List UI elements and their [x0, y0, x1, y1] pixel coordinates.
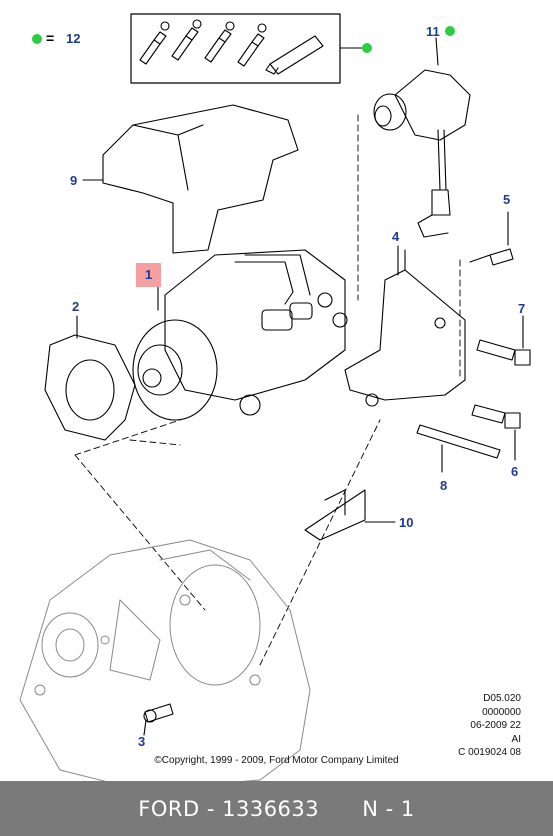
- meta-line-1: D05.020: [483, 693, 521, 704]
- seal-kit-box: [130, 13, 363, 84]
- legend-number: 12: [66, 31, 81, 46]
- footer-page: N - 1: [362, 796, 415, 821]
- part-3-bolt: [143, 703, 174, 736]
- meta-line-2: 0000000: [482, 706, 521, 718]
- callout-9[interactable]: 9: [70, 173, 78, 188]
- callout-4[interactable]: 4: [392, 229, 400, 244]
- assembly-guide-lines: [74, 114, 461, 666]
- part-4-bracket: [344, 245, 466, 407]
- callout-11[interactable]: 11: [426, 24, 440, 39]
- part-2-gasket: [44, 315, 136, 441]
- footer-gap: [319, 797, 362, 821]
- callout-6[interactable]: 6: [511, 464, 519, 479]
- part-11-actuator: [373, 37, 471, 238]
- kit-fittings: [139, 19, 324, 75]
- footer-brand: FORD: [138, 796, 200, 821]
- callout-3[interactable]: 3: [138, 734, 146, 749]
- callout-8[interactable]: 8: [440, 478, 448, 493]
- meta-line-4: AI: [511, 733, 521, 745]
- exploded-parts-diagram: [19, 13, 531, 781]
- part-9-heat-shield: [82, 104, 299, 254]
- callout-5[interactable]: 5: [503, 192, 511, 207]
- meta-line-3: 06-2009 22: [470, 720, 521, 731]
- transmission-housing: [19, 539, 311, 781]
- footer-bar: FORD - 1336633 N - 1: [0, 781, 553, 836]
- footer-part-number: 1336633: [222, 796, 320, 821]
- callout-1-highlight: [136, 263, 161, 287]
- callout-7[interactable]: 7: [518, 301, 526, 316]
- part-11-green-dot-icon: [445, 26, 455, 36]
- legend-green-dot-icon: [32, 34, 42, 44]
- kit-green-dot-icon: [362, 43, 372, 53]
- legend-equals: =: [46, 30, 55, 46]
- part-1-injection-pump: [132, 249, 348, 421]
- copyright-text: ©Copyright, 1999 - 2009, Ford Motor Comp…: [154, 755, 399, 766]
- bolts: [416, 211, 531, 473]
- callout-1[interactable]: 1: [145, 267, 153, 282]
- callout-2[interactable]: 2: [72, 299, 80, 314]
- meta-line-5: C 0019024 08: [458, 747, 521, 758]
- footer-separator: -: [199, 796, 223, 821]
- part-10-bracket: [304, 489, 396, 541]
- drawing-meta: D05.020 0000000 06-2009 22 AI C 0019024 …: [458, 692, 521, 760]
- callout-10[interactable]: 10: [399, 515, 414, 530]
